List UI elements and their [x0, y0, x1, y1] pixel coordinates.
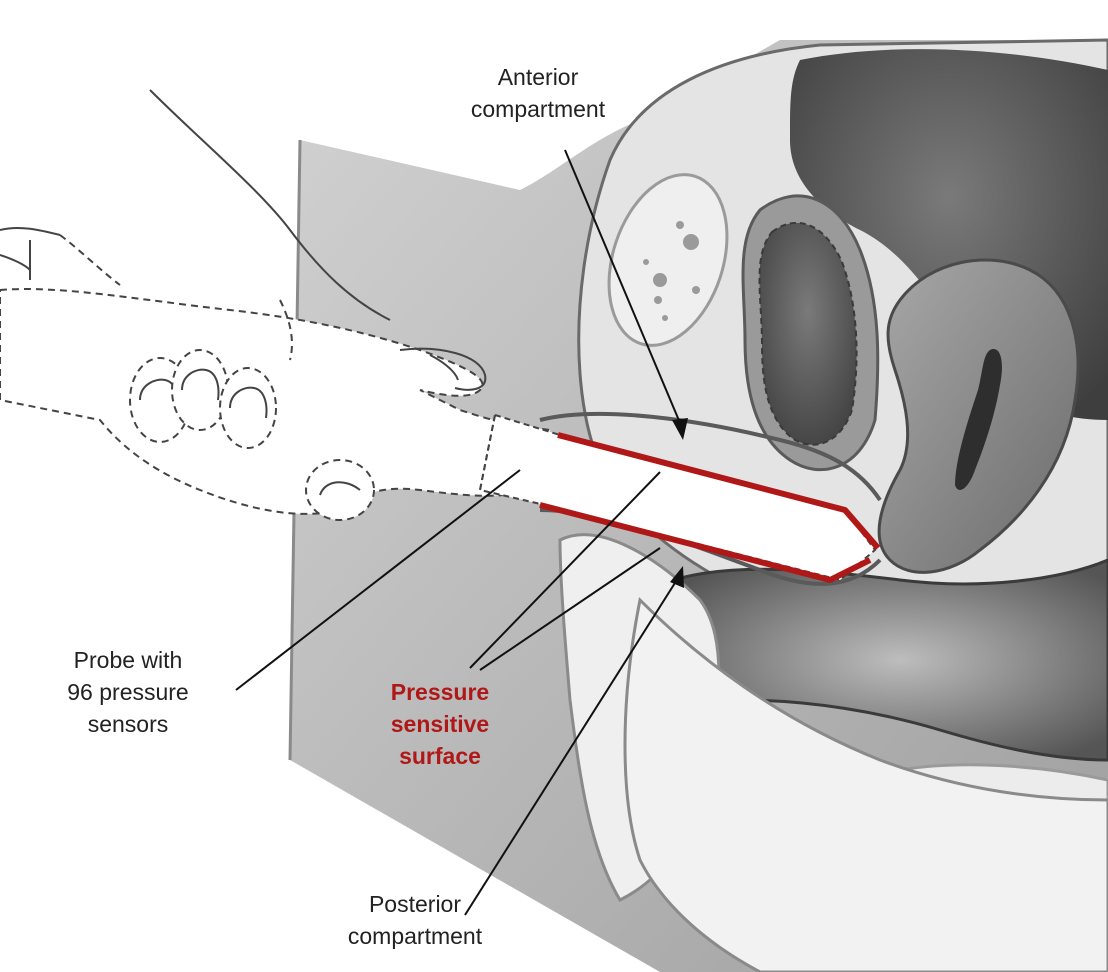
pressure-sensitive-surface-label: Pressure sensitive surface: [360, 676, 520, 772]
probe-label-line-3: sensors: [28, 708, 228, 740]
anterior-label-line-1: Anterior: [418, 61, 658, 93]
anterior-compartment-label: Anterior compartment: [418, 61, 658, 125]
anterior-label-line-2: compartment: [418, 93, 658, 125]
posterior-label-line-2: compartment: [330, 920, 500, 952]
probe-label: Probe with 96 pressure sensors: [28, 644, 228, 740]
posterior-compartment-label: Posterior compartment: [330, 888, 500, 952]
probe-label-line-1: Probe with: [28, 644, 228, 676]
pressure-label-line-2: sensitive: [360, 708, 520, 740]
pressure-label-line-3: surface: [360, 740, 520, 772]
probe-label-line-2: 96 pressure: [28, 676, 228, 708]
posterior-label-line-1: Posterior: [330, 888, 500, 920]
pressure-label-line-1: Pressure: [360, 676, 520, 708]
